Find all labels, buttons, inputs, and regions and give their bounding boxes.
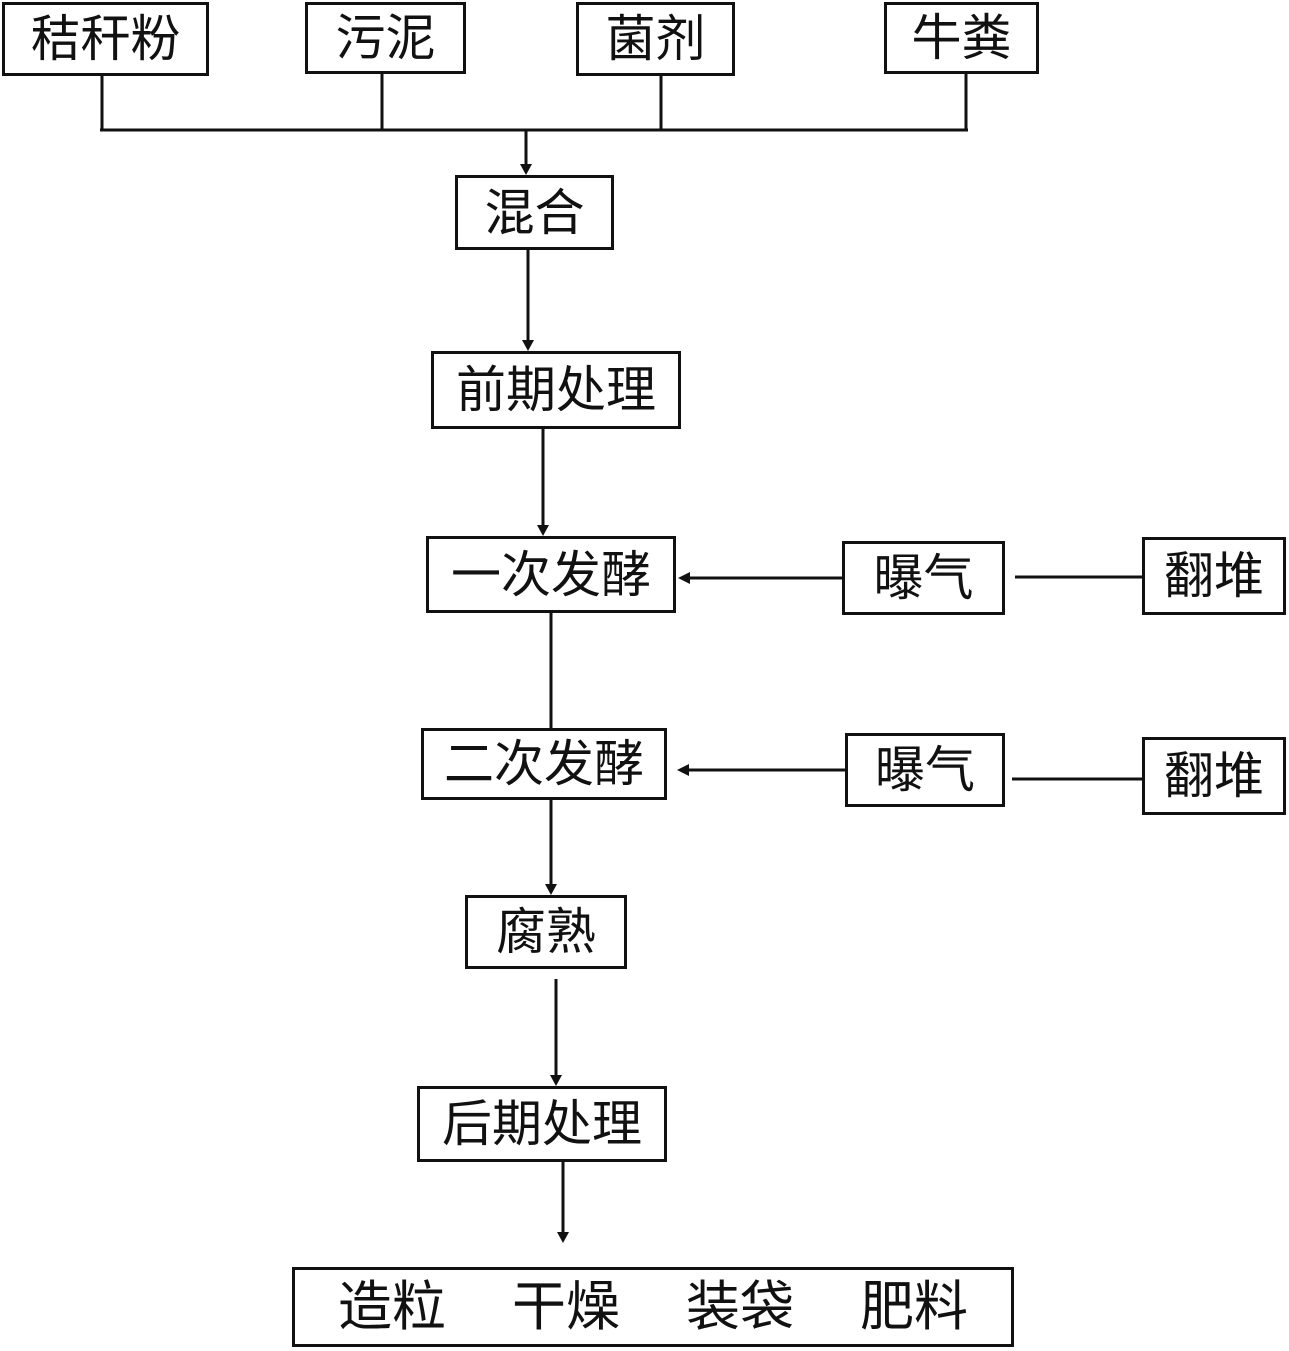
arrowhead-to-mix xyxy=(520,164,532,175)
arrowhead-to-maturation xyxy=(545,884,557,895)
final-step-fertilizer: 肥料 xyxy=(860,1275,968,1338)
final-step-granulation: 造粒 xyxy=(338,1275,446,1338)
arrowhead-aeration-2 xyxy=(677,764,689,776)
arrowhead-to-final xyxy=(557,1232,569,1243)
step-label: 腐熟 xyxy=(496,903,596,961)
side-box-turning-2: 翻堆 xyxy=(1142,737,1286,815)
input-box-cow-dung: 牛粪 xyxy=(884,2,1039,74)
arrowhead-to-primary-fermentation xyxy=(537,525,549,536)
side-box-turning-1: 翻堆 xyxy=(1142,537,1286,615)
arrowhead-to-post-treatment xyxy=(550,1075,562,1086)
side-label: 曝气 xyxy=(875,741,975,799)
step-label: 前期处理 xyxy=(456,361,656,419)
step-label: 一次发酵 xyxy=(451,545,651,604)
side-label: 翻堆 xyxy=(1164,747,1264,805)
step-box-pre-treatment: 前期处理 xyxy=(431,351,681,429)
input-box-sludge: 污泥 xyxy=(305,2,466,74)
final-output-box: 造粒 干燥 装袋 肥料 xyxy=(292,1267,1014,1347)
input-box-microbial-agent: 菌剂 xyxy=(576,2,735,76)
arrowhead-aeration-1 xyxy=(678,572,690,584)
side-label: 翻堆 xyxy=(1164,547,1264,605)
arrowhead-to-pre-treatment xyxy=(522,340,534,351)
input-label: 秸秆粉 xyxy=(30,10,181,68)
step-box-mix: 混合 xyxy=(455,175,614,250)
input-box-straw-powder: 秸秆粉 xyxy=(2,2,209,76)
final-step-drying: 干燥 xyxy=(512,1275,620,1338)
side-box-aeration-1: 曝气 xyxy=(842,541,1005,615)
step-box-maturation: 腐熟 xyxy=(465,895,627,969)
side-box-aeration-2: 曝气 xyxy=(845,733,1005,807)
step-label: 后期处理 xyxy=(442,1095,642,1153)
step-box-primary-fermentation: 一次发酵 xyxy=(426,536,676,613)
step-box-post-treatment: 后期处理 xyxy=(417,1086,667,1162)
final-step-bagging: 装袋 xyxy=(686,1275,794,1338)
input-label: 牛粪 xyxy=(911,9,1012,67)
input-label: 菌剂 xyxy=(605,10,706,68)
step-label: 混合 xyxy=(484,183,585,242)
step-label: 二次发酵 xyxy=(444,735,644,793)
side-label: 曝气 xyxy=(873,549,974,607)
step-box-secondary-fermentation: 二次发酵 xyxy=(421,728,667,800)
input-label: 污泥 xyxy=(335,9,436,67)
